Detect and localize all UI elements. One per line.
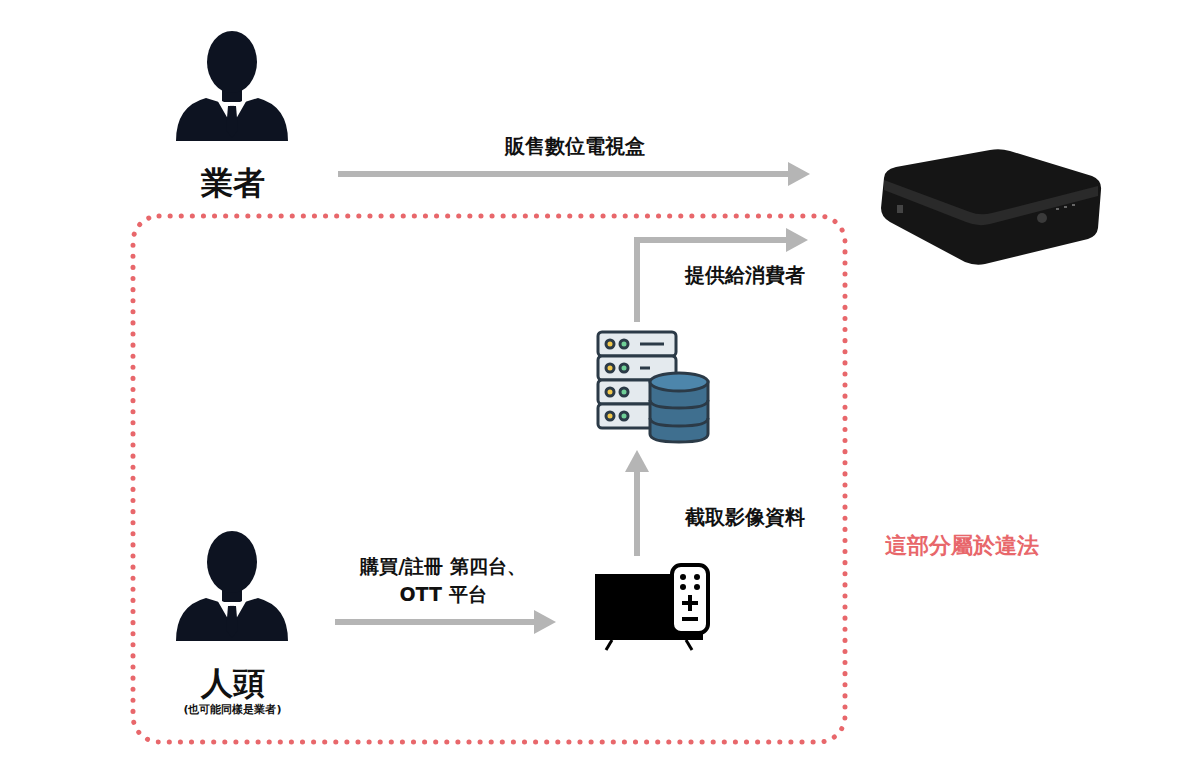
person-node: 業者 [170,18,295,228]
person-tie [226,606,238,638]
illegal-region: 這部分屬於違法人頭(也可能同樣是業者) [130,213,848,745]
person-head [207,31,257,93]
capture-arrow [625,450,649,556]
person-name: 業者 [150,164,315,202]
person-name: 人頭 [150,664,315,702]
person-head [207,531,257,593]
person-note: (也可能同樣是業者) [150,702,315,717]
arrow-label: 提供給消費者 [665,261,825,289]
dotted-border [133,216,845,742]
register-arrow [335,610,556,634]
person-node: 人頭(也可能同樣是業者) [170,518,295,728]
server-icon [598,332,708,442]
arrow-label: 截取影像資料 [665,503,825,531]
region-heading: 這部分屬於違法 [885,531,1039,561]
person-body [176,598,288,641]
person-tie [226,106,238,138]
sell-arrow [338,162,810,186]
tv-icon [595,565,708,650]
set-top-box [881,149,1101,264]
arrow-label: 販售數位電視盒 [455,132,695,160]
arrow-label: 購買/註冊 第四台、OTT 平台 [348,552,538,608]
person-icon [172,26,292,141]
person-icon [172,526,292,641]
person-body [176,98,288,141]
